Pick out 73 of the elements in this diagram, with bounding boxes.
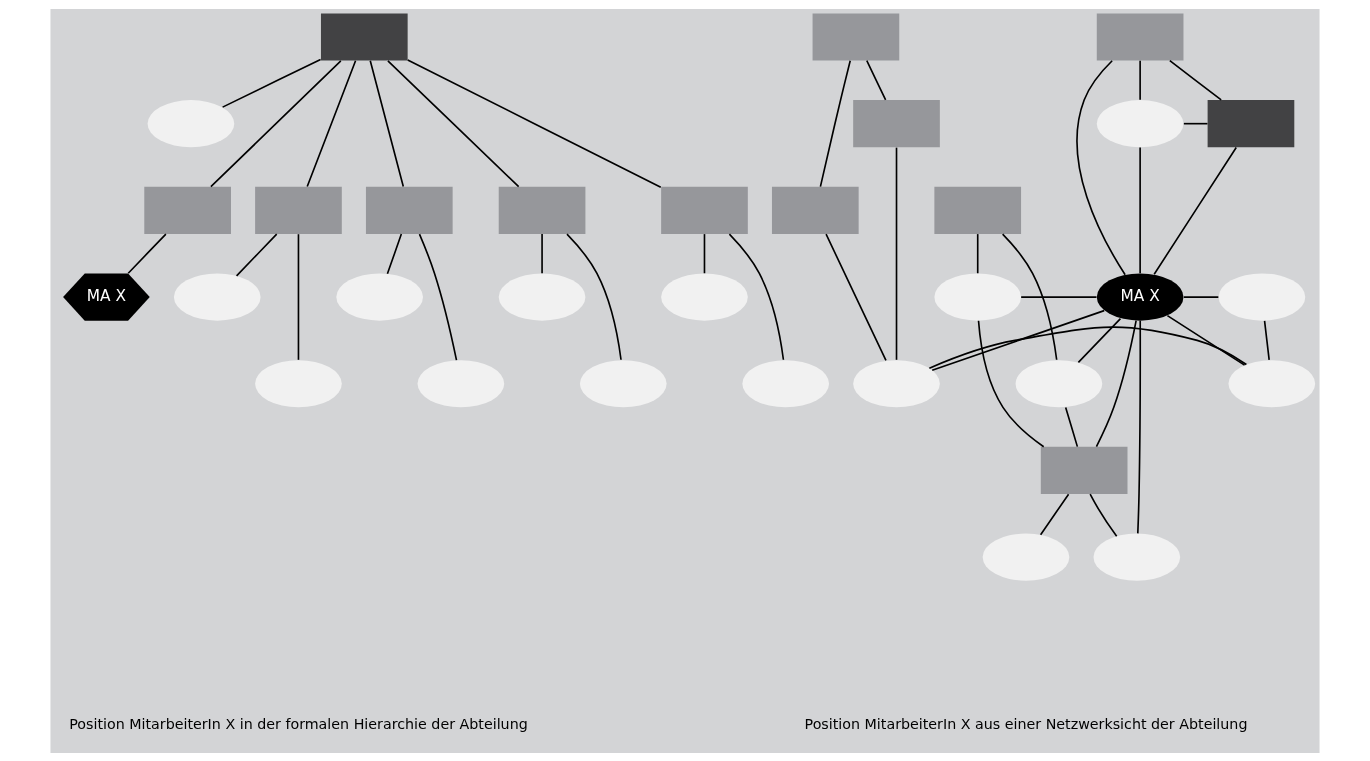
node-box [1207,99,1295,147]
node-box [320,12,408,61]
node-box [255,186,342,234]
connector [1139,146,1141,274]
connector [1136,319,1142,534]
connector [1166,314,1246,366]
node-box [771,186,859,234]
connector [1001,232,1058,361]
connector [703,232,706,274]
node-ellipse [417,359,505,407]
node-ellipse [1218,272,1306,321]
node-box [1096,12,1184,61]
connector [895,146,898,361]
connector [1139,59,1141,101]
connector [127,232,167,274]
connector [235,232,278,277]
node-ellipse [255,359,342,407]
connector [1089,492,1118,537]
node-box [812,12,900,61]
connector [418,232,458,361]
node-box [1040,446,1128,494]
connector [306,59,357,187]
node-ellipse [661,272,748,321]
connector [1263,319,1270,361]
connector [928,325,1248,369]
node-ellipse [147,99,235,147]
connector [819,59,852,187]
connector [369,59,405,187]
connector [1076,59,1126,275]
connector [387,59,520,188]
connector [931,309,1105,371]
node-ellipse [1096,99,1184,147]
node-box [934,186,1022,234]
node-ellipse [742,359,830,407]
node-ellipse [579,359,667,407]
connector [728,232,785,361]
connector [1020,295,1098,298]
connector [1153,146,1238,275]
connector [1183,122,1209,124]
connector [297,232,300,361]
node-ellipse: MA X [1096,272,1184,321]
connector [825,232,887,361]
node-ellipse [1093,533,1181,581]
connector [566,232,622,361]
label: Position MitarbeiterIn X in der formalen Hierarchie der Abteilung [69,715,528,732]
connector [977,319,1045,448]
connector [1169,59,1222,101]
connector [976,232,979,274]
connector [386,232,403,275]
node-ellipse [498,272,586,321]
connector [406,58,662,188]
label: Position MitarbeiterIn X aus einer Netzwerksicht der Abteilung [804,715,1248,732]
node-box [853,99,940,147]
node-box [365,186,453,234]
node-ellipse [934,272,1022,321]
connector [1077,317,1122,363]
connector [1183,295,1220,298]
connector [1039,492,1070,536]
node-ellipse [982,533,1070,581]
node-ellipse [1015,359,1103,407]
node-ellipse [853,359,940,407]
connector [221,58,322,108]
connector [210,59,342,188]
connector [541,232,543,274]
node-box [144,186,231,234]
connector [1064,406,1079,447]
connector [865,59,887,101]
node-ellipse [1228,359,1316,407]
node-ellipse [336,272,423,321]
node-ellipse [173,272,261,321]
node-box [498,186,586,234]
connector [1095,319,1137,447]
node-box [661,186,748,234]
